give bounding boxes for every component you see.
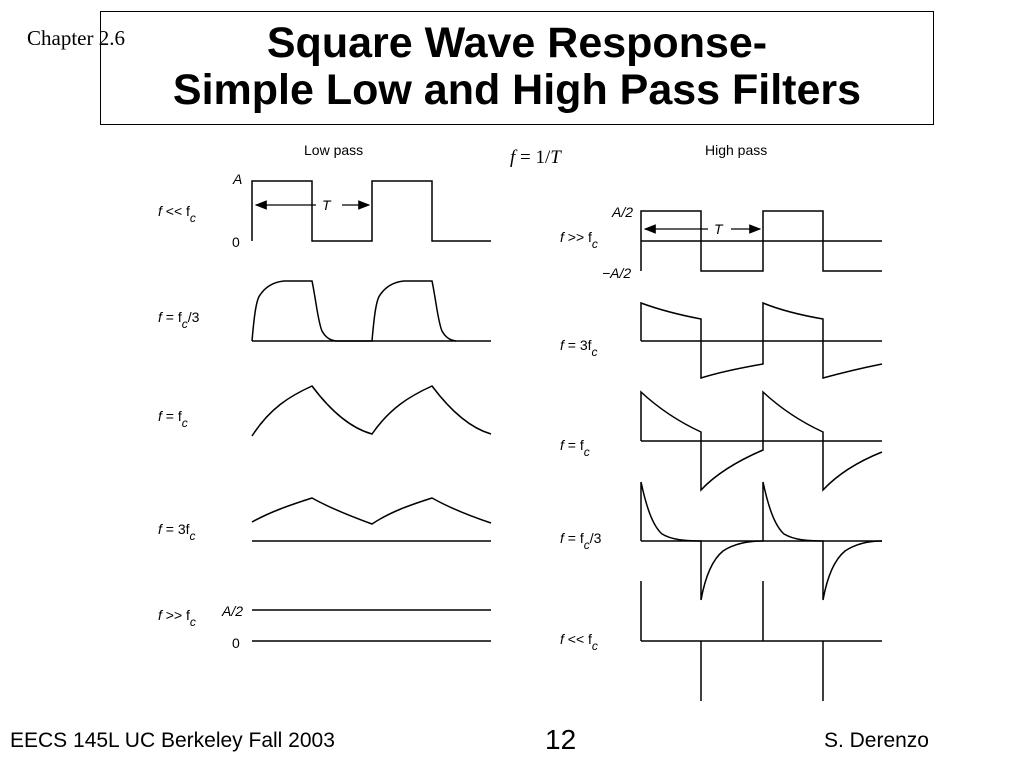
high-pass-row-2: f = 3fc	[560, 301, 883, 380]
high-pass-row-1: f >> fc A/2 −A/2 T	[560, 204, 882, 281]
output-waveform	[640, 210, 882, 272]
low-pass-row-1: f << fc A 0 T	[158, 171, 491, 250]
negative-half-amplitude-label: −A/2	[602, 265, 631, 281]
output-waveform	[640, 390, 883, 492]
high-pass-heading: High pass	[705, 142, 767, 158]
row-label: f = fc/3	[560, 530, 602, 552]
output-waveform	[640, 481, 883, 601]
chapter-label: Chapter 2.6	[27, 26, 125, 50]
title-box: Square Wave Response- Simple Low and Hig…	[100, 11, 934, 125]
high-pass-row-5: f << fc	[560, 581, 882, 701]
row-label: f << fc	[158, 203, 196, 225]
low-pass-heading: Low pass	[304, 142, 363, 158]
high-pass-row-3: f = fc	[560, 390, 883, 492]
zero-label: 0	[232, 635, 240, 651]
footer-author: S. Derenzo	[823, 729, 929, 752]
low-pass-row-5: f >> fc A/2 0	[158, 603, 491, 651]
zero-label: 0	[232, 234, 240, 250]
output-waveform	[251, 385, 492, 437]
page-number: 12	[545, 724, 577, 755]
output-waveform	[251, 497, 492, 525]
half-amplitude-label: A/2	[221, 603, 243, 619]
row-label: f = fc	[158, 408, 188, 430]
title-line-2: Simple Low and High Pass Filters	[172, 66, 862, 114]
output-waveform	[251, 280, 457, 342]
row-label: f >> fc	[158, 607, 196, 629]
amplitude-label: A	[232, 171, 242, 187]
row-label: f = fc	[560, 437, 590, 459]
low-pass-row-3: f = fc	[158, 385, 492, 437]
row-label: f = fc/3	[158, 309, 200, 331]
period-formula: f = 1/T	[510, 147, 562, 168]
low-pass-row-4: f = 3fc	[158, 497, 492, 543]
period-label: T	[322, 197, 332, 213]
input-square-wave	[251, 180, 491, 242]
period-label: T	[714, 221, 724, 237]
footer-course: EECS 145L UC Berkeley Fall 2003	[10, 729, 335, 752]
positive-half-amplitude-label: A/2	[611, 204, 633, 220]
output-waveform	[640, 301, 883, 380]
row-label: f = 3fc	[560, 337, 598, 359]
high-pass-row-4: f = fc/3	[560, 481, 883, 601]
row-label: f << fc	[560, 631, 598, 653]
row-label: f >> fc	[560, 229, 598, 251]
low-pass-row-2: f = fc/3	[158, 280, 491, 342]
row-label: f = 3fc	[158, 521, 196, 543]
title-line-1: Square Wave Response-	[266, 19, 768, 67]
